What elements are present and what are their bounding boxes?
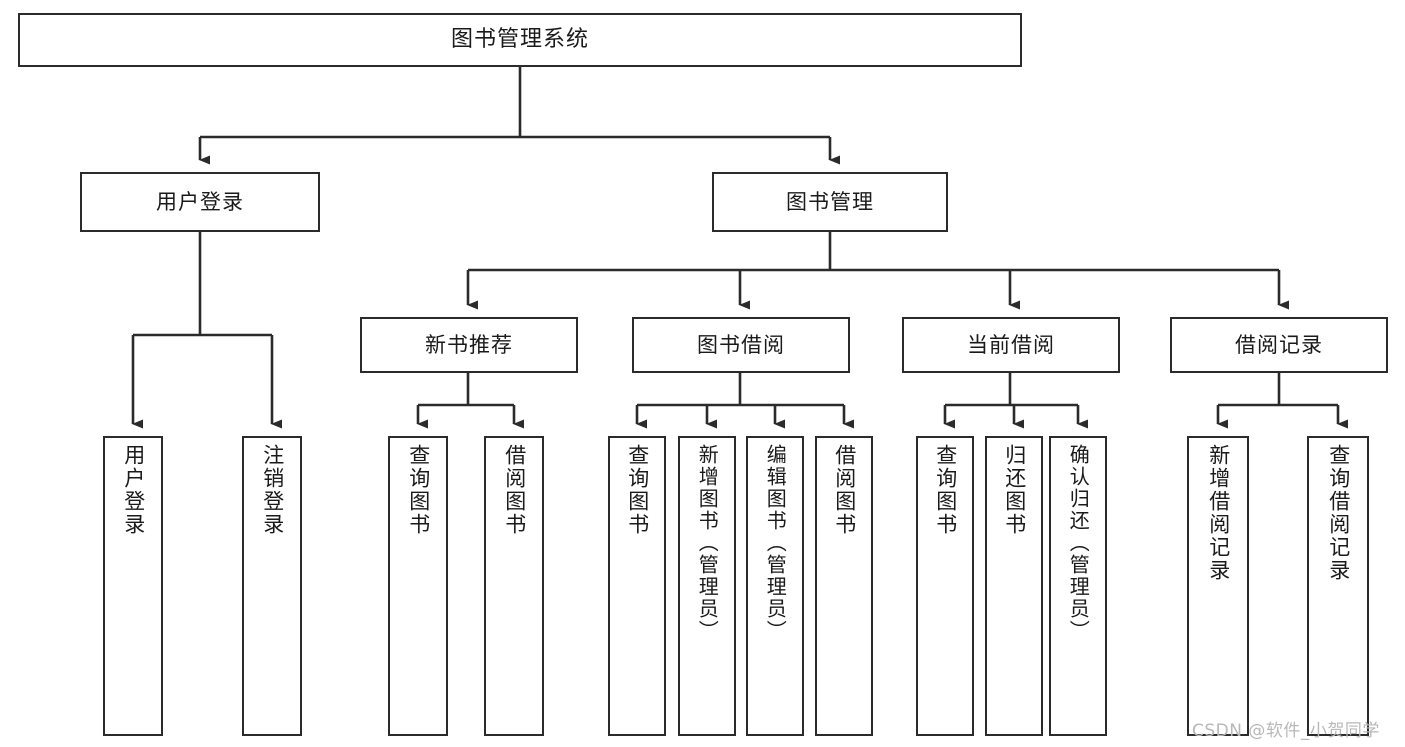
node-book-management[interactable]: 图书管理 — [712, 172, 948, 232]
leaf-borrow-edit-book-admin[interactable]: 编辑图书（管理员） — [746, 436, 804, 736]
node-label: 查询图书 — [406, 444, 431, 536]
node-label: 注销登录 — [260, 444, 285, 536]
leaf-borrow-borrow-book[interactable]: 借阅图书 — [815, 436, 873, 736]
node-label: 新书推荐 — [425, 332, 513, 357]
leaf-user-login-do[interactable]: 用户登录 — [103, 436, 163, 736]
node-label: 新增图书（管理员） — [695, 444, 720, 642]
leaf-borrow-query-book[interactable]: 查询图书 — [608, 436, 666, 736]
node-label: 借阅记录 — [1235, 332, 1323, 357]
leaf-current-query-book[interactable]: 查询图书 — [916, 436, 974, 736]
node-label: 查询借阅记录 — [1326, 444, 1351, 582]
node-label: 用户登录 — [156, 189, 244, 214]
leaf-recommend-borrow-book[interactable]: 借阅图书 — [484, 436, 544, 736]
node-user-login[interactable]: 用户登录 — [80, 172, 320, 232]
node-label: 图书借阅 — [697, 332, 785, 357]
leaf-borrow-add-book-admin[interactable]: 新增图书（管理员） — [678, 436, 736, 736]
node-label: 查询图书 — [625, 444, 650, 536]
node-label: 当前借阅 — [967, 332, 1055, 357]
node-root-system[interactable]: 图书管理系统 — [18, 13, 1022, 67]
node-new-book-recommend[interactable]: 新书推荐 — [360, 317, 578, 373]
node-label: 借阅图书 — [502, 444, 527, 536]
node-label: 借阅图书 — [832, 444, 857, 536]
node-label: 确认归还（管理员） — [1066, 444, 1091, 642]
node-label: 图书管理 — [786, 189, 874, 214]
watermark-text: CSDN @软件_小贺同学 — [1192, 721, 1380, 741]
leaf-current-confirm-return-admin[interactable]: 确认归还（管理员） — [1049, 436, 1107, 736]
node-label: 归还图书 — [1002, 444, 1027, 536]
leaf-record-query-record[interactable]: 查询借阅记录 — [1307, 436, 1369, 736]
node-label: 编辑图书（管理员） — [763, 444, 788, 642]
leaf-recommend-query-book[interactable]: 查询图书 — [388, 436, 448, 736]
leaf-current-return-book[interactable]: 归还图书 — [985, 436, 1043, 736]
node-book-borrow[interactable]: 图书借阅 — [632, 317, 850, 373]
leaf-record-add-record[interactable]: 新增借阅记录 — [1187, 436, 1249, 736]
node-current-borrow[interactable]: 当前借阅 — [902, 317, 1120, 373]
node-label: 新增借阅记录 — [1206, 444, 1231, 582]
node-label: 用户登录 — [121, 444, 146, 536]
node-borrow-record[interactable]: 借阅记录 — [1170, 317, 1388, 373]
node-label: 图书管理系统 — [450, 27, 589, 53]
leaf-user-logout[interactable]: 注销登录 — [242, 436, 302, 736]
node-label: 查询图书 — [933, 444, 958, 536]
